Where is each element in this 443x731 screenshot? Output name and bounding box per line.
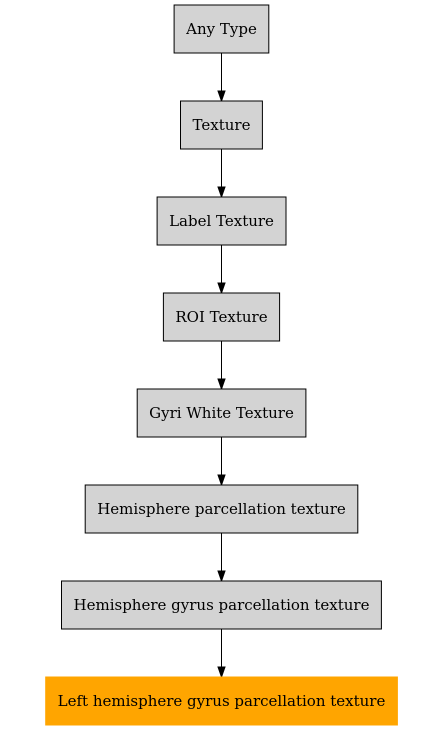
node-box-any-type [173,4,270,54]
node-label-left-hemisphere-gyrus-parcellation-texture: Left hemisphere gyrus parcellation textu… [58,692,386,710]
node-any-type: Any Type [173,4,270,54]
edge-label-texture-to-roi-texture [217,245,226,295]
arrowhead-icon [217,90,226,103]
arrowhead-icon [217,474,226,487]
node-label-label-texture: Label Texture [169,212,274,230]
node-label-hemisphere-parcellation-texture: Hemisphere parcellation texture [97,500,346,518]
node-box-texture [180,100,263,150]
node-left-hemisphere-gyrus-parcellation-texture: Left hemisphere gyrus parcellation textu… [45,676,398,726]
node-gyri-white-texture: Gyri White Texture [136,388,307,438]
edge-texture-to-label-texture [217,149,226,199]
arrowhead-icon [217,570,226,583]
edge-gyri-white-texture-to-hemisphere-parcellation-texture [217,437,226,487]
node-hemisphere-parcellation-texture: Hemisphere parcellation texture [84,484,359,534]
node-label-texture: Texture [193,116,251,134]
arrowhead-icon [217,186,226,199]
node-label-texture: Label Texture [156,196,287,246]
node-label-any-type: Any Type [185,20,257,38]
edge-hemisphere-gyrus-parcellation-texture-to-left-hemisphere-gyrus-parcellation-texture [217,629,226,679]
arrowhead-icon [217,282,226,295]
edge-roi-texture-to-gyri-white-texture [217,341,226,391]
node-label-roi-texture: ROI Texture [175,308,267,326]
node-roi-texture: ROI Texture [162,292,281,342]
node-box-label-texture [156,196,287,246]
arrowhead-icon [217,666,226,679]
node-box-hemisphere-parcellation-texture [84,484,359,534]
edge-hemisphere-parcellation-texture-to-hemisphere-gyrus-parcellation-texture [217,533,226,583]
node-box-hemisphere-gyrus-parcellation-texture [61,580,382,630]
arrowhead-icon [217,378,226,391]
edge-any-type-to-texture [217,53,226,103]
node-label-hemisphere-gyrus-parcellation-texture: Hemisphere gyrus parcellation texture [74,596,370,614]
node-hemisphere-gyrus-parcellation-texture: Hemisphere gyrus parcellation texture [61,580,382,630]
node-texture: Texture [180,100,263,150]
node-label-gyri-white-texture: Gyri White Texture [149,404,294,422]
node-box-roi-texture [162,292,281,342]
node-box-left-hemisphere-gyrus-parcellation-texture [45,676,398,726]
edges-layer [217,53,226,679]
node-box-gyri-white-texture [136,388,307,438]
